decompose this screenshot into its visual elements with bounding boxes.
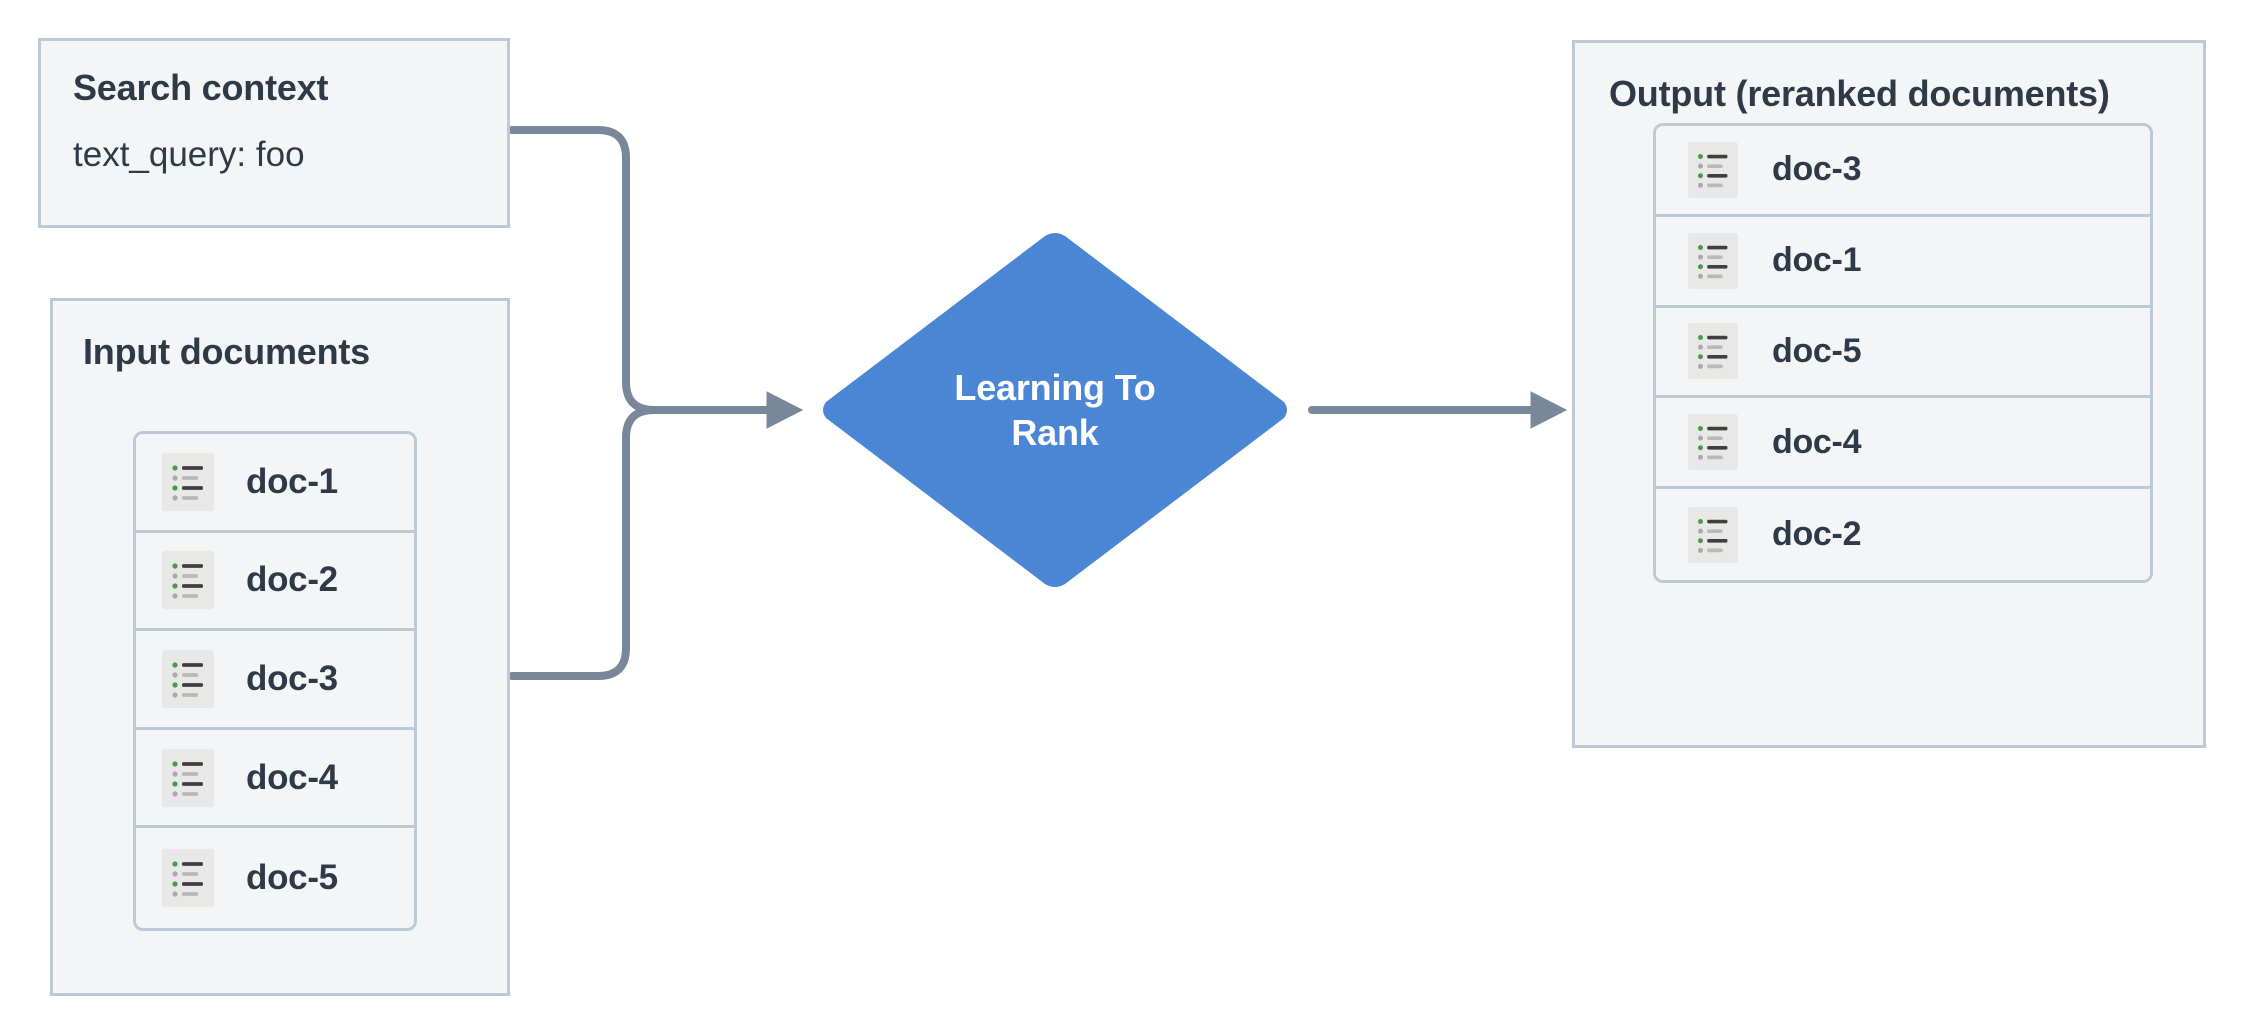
doc-row[interactable]: doc-5 — [136, 828, 414, 927]
doc-label: doc-3 — [1772, 150, 1862, 189]
doc-row[interactable]: doc-3 — [1656, 126, 2150, 217]
document-list-icon — [162, 649, 214, 708]
doc-row[interactable]: doc-1 — [1656, 216, 2150, 308]
document-list-icon — [1688, 232, 1738, 289]
doc-row[interactable]: doc-4 — [136, 729, 414, 829]
document-list-icon — [1688, 414, 1738, 471]
output-documents-list: doc-3 doc-1 doc-5 doc-4 doc-2 — [1653, 123, 2153, 583]
search-context-query: text_query: foo — [73, 135, 305, 174]
document-list-icon — [162, 551, 214, 610]
document-list-icon — [1688, 323, 1738, 380]
document-list-icon — [162, 452, 214, 511]
diamond-shape — [823, 233, 1287, 587]
doc-label: doc-3 — [246, 658, 338, 698]
document-list-icon — [1688, 141, 1738, 198]
doc-row[interactable]: doc-2 — [136, 532, 414, 632]
document-list-icon — [162, 848, 214, 907]
doc-label: doc-4 — [1772, 422, 1862, 461]
doc-row[interactable]: doc-4 — [1656, 398, 2150, 490]
doc-label: doc-4 — [246, 757, 338, 797]
doc-row[interactable]: doc-1 — [136, 434, 414, 533]
input-documents-list: doc-1 doc-2 doc-3 doc-4 doc-5 — [133, 431, 417, 931]
document-list-icon — [1688, 506, 1738, 563]
doc-label: doc-2 — [1772, 515, 1862, 554]
doc-row[interactable]: doc-5 — [1656, 307, 2150, 399]
search-context-title: Search context — [73, 67, 329, 108]
doc-label: doc-1 — [1772, 241, 1862, 280]
doc-label: doc-5 — [246, 857, 338, 897]
doc-row[interactable]: doc-3 — [136, 631, 414, 730]
doc-row[interactable]: doc-2 — [1656, 489, 2150, 580]
output-title: Output (reranked documents) — [1609, 73, 2110, 114]
learning-to-rank-node[interactable]: Learning To Rank — [820, 230, 1290, 590]
edge-input-documents-to-model — [508, 406, 658, 680]
document-list-icon — [162, 748, 214, 807]
input-documents-title: Input documents — [83, 331, 370, 372]
doc-label: doc-2 — [246, 560, 338, 600]
doc-label: doc-1 — [246, 461, 338, 501]
edge-search-context-to-model — [508, 126, 658, 414]
doc-label: doc-5 — [1772, 331, 1862, 370]
search-context-panel: Search context text_query: foo — [38, 38, 510, 228]
